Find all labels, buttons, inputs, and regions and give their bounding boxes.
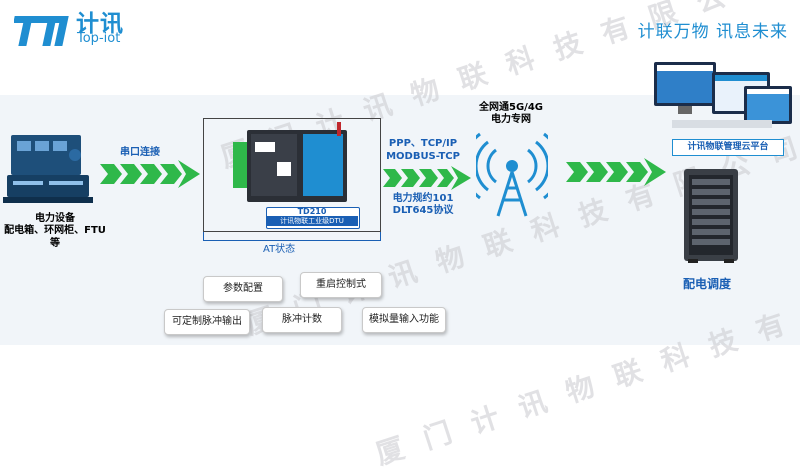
dtu-device-icon [233, 122, 347, 202]
feature-pulse-count: 脉冲计数 [262, 307, 342, 333]
brand-name-en: Top-iot [77, 31, 121, 46]
cell-tower-icon [476, 132, 548, 217]
dispatch-label: 配电调度 [683, 277, 732, 291]
dtu-frame [203, 118, 381, 232]
feature-parameter-config: 参数配置 [203, 276, 283, 302]
protocol-line-2: MODBUS-TCP [386, 151, 460, 162]
cloud-platform-title: 计讯物联管理云平台 [672, 139, 784, 156]
network-line-1: 全网通5G/4G [479, 102, 543, 113]
equipment-subtitle: 配电箱、环网柜、FTU等 [4, 225, 106, 249]
equipment-title: 电力设备 [35, 213, 75, 224]
dtu-name: 计讯物联工业级DTU [266, 216, 358, 226]
brand-logo-icon [14, 16, 69, 46]
network-line-2: 电力专网 [491, 114, 531, 125]
protocol-line-1: PPP、TCP/IP [388, 138, 458, 149]
protocol-line-4: DLT645协议 [392, 205, 454, 216]
protocol-line-3: 电力规约101 [392, 193, 454, 204]
at-state-label: AT状态 [263, 244, 296, 255]
feature-custom-pulse-output: 可定制脉冲输出 [164, 309, 250, 335]
server-rack-icon [684, 169, 738, 263]
content-band [0, 95, 800, 345]
at-state-bracket [203, 232, 381, 241]
power-equipment-icon [3, 135, 93, 203]
feature-restart-control: 重启控制式 [300, 272, 382, 298]
network-arrow-icon [566, 158, 666, 186]
slogan: 计联万物 讯息未来 [637, 22, 788, 42]
dtu-model: TD210 [297, 207, 327, 216]
serial-link-label: 串口连接 [120, 147, 160, 158]
feature-analog-input: 模拟量输入功能 [362, 307, 446, 333]
serial-arrow-icon [100, 160, 200, 188]
brand-name-cn: 计讯 [76, 11, 124, 37]
cloud-platform-screens-icon [654, 62, 792, 128]
protocol-arrow-icon [383, 166, 471, 190]
